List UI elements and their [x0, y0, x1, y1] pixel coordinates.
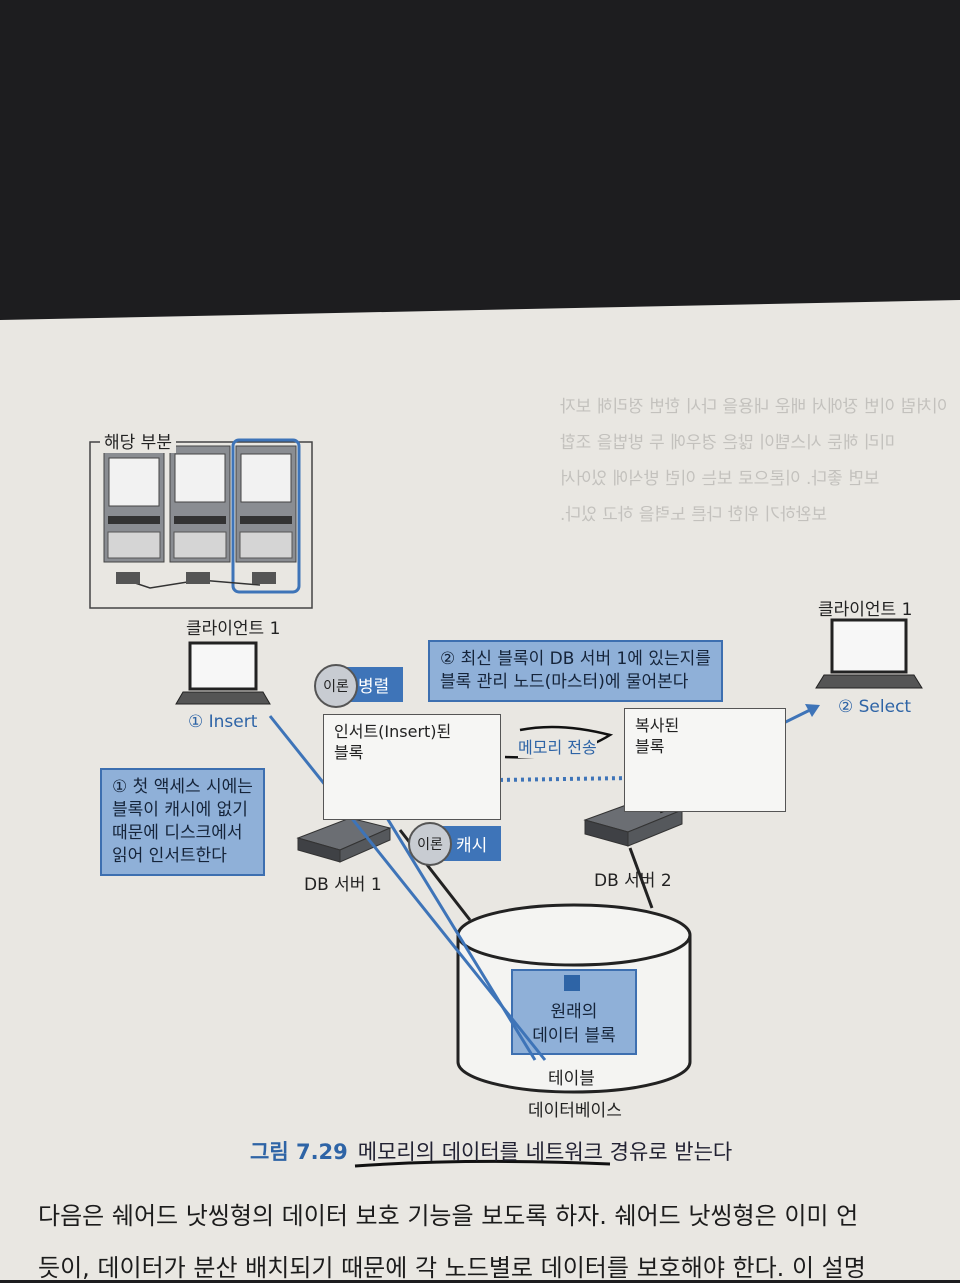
tag-cache-circle: 이론 — [408, 822, 452, 866]
copied-block-line1: 복사된 — [635, 716, 680, 735]
overview-frame — [89, 441, 313, 609]
figure-number: 그림 7.29 — [250, 1140, 348, 1164]
laptop-icon-right — [815, 618, 923, 689]
server-icon-left — [296, 817, 392, 863]
original-block-line2: 데이터 블록 — [532, 1026, 616, 1046]
laptop-icon-left — [175, 641, 271, 705]
callout-first-access-line1: ① 첫 액세스 시에는 — [112, 777, 253, 797]
overview-rack-1 — [103, 445, 165, 563]
original-block-label: 원래의 데이터 블록 — [512, 1000, 636, 1048]
figure-caption: 그림 7.29 메모리의 데이터를 네트워크 경유로 받는다 — [250, 1136, 732, 1166]
memory-transfer-label: 메모리 전송 — [518, 734, 597, 758]
client-right-title: 클라이언트 1 — [818, 600, 913, 620]
callout-ask-master: ② 최신 블록이 DB 서버 1에 있는지를 블록 관리 노드(마스터)에 물어… — [428, 640, 723, 702]
callout-first-access-line3: 때문에 디스크에서 — [112, 823, 243, 843]
highlight-frame — [231, 438, 301, 594]
table-label: 테이블 — [548, 1064, 595, 1089]
overview-disk-1 — [116, 572, 140, 584]
client-left-action: ① Insert — [188, 712, 258, 732]
client-right-action: ② Select — [838, 697, 912, 717]
copied-block-line2: 블록 — [635, 737, 665, 756]
body-text-line2: 듯이, 데이터가 분산 배치되기 때문에 각 노드별로 데이터를 보호해야 한다… — [38, 1254, 866, 1282]
client-left-title: 클라이언트 1 — [186, 619, 281, 639]
original-block-line1: 원래의 — [550, 1002, 598, 1022]
callout-first-access: ① 첫 액세스 시에는 블록이 캐시에 없기 때문에 디스크에서 읽어 인서트한… — [100, 768, 265, 876]
tag-parallel-circle: 이론 — [314, 664, 358, 708]
memory-transfer-arrow — [359, 776, 633, 784]
inserted-block-box: 인서트(Insert)된 블록 — [323, 714, 501, 820]
overview-rack-3 — [235, 445, 297, 563]
overview-rack-2 — [169, 445, 231, 563]
caption-pen-mark — [354, 1159, 611, 1168]
read-arrow — [374, 799, 537, 1061]
callout-ask-master-line1: ② 최신 블록이 DB 서버 1에 있는지를 — [440, 649, 711, 669]
db-server-2-label: DB 서버 2 — [594, 871, 672, 891]
body-text-line1: 다음은 쉐어드 낫씽형의 데이터 보호 기능을 보도록 하자. 쉐어드 낫씽형은… — [38, 1202, 859, 1230]
figure-title: 메모리의 데이터를 네트워크 경유로 받는다 — [357, 1140, 733, 1164]
db-server-1-label: DB 서버 1 — [304, 875, 382, 895]
callout-first-access-line2: 블록이 캐시에 없기 — [112, 800, 248, 820]
database-label: 데이터베이스 — [528, 1101, 622, 1121]
original-block-cube — [564, 975, 580, 991]
copied-block-box: 복사된 블록 — [624, 708, 786, 812]
section-label: 해당 부분 — [100, 428, 176, 453]
overview-disk-2 — [186, 572, 210, 584]
callout-ask-master-line2: 블록 관리 노드(마스터)에 물어본다 — [440, 672, 689, 692]
inserted-block-line1: 인서트(Insert)된 — [334, 722, 452, 741]
overview-disk-3 — [252, 572, 276, 584]
inserted-block-line2: 블록 — [334, 743, 364, 762]
callout-first-access-line4: 읽어 인서트한다 — [112, 846, 227, 866]
